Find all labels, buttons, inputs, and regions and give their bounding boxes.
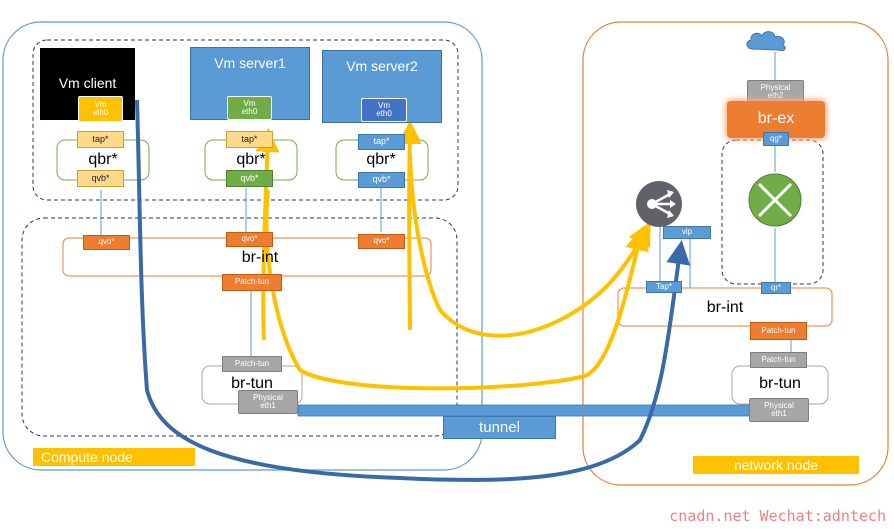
vm-client-qvo[interactable]: qvo* <box>83 235 130 250</box>
network-qr[interactable]: qr* <box>761 282 791 294</box>
network-br-tun: br-tun <box>759 374 801 392</box>
compute-node-label: Compute node <box>33 448 195 466</box>
vm-client-tap[interactable]: tap* <box>77 131 124 148</box>
cloud-icon <box>746 31 786 51</box>
vm-server1-tap[interactable]: tap* <box>226 131 273 148</box>
network-physical-eth1[interactable]: Physical eth1 <box>749 398 809 422</box>
vm-client-qbr: qbr* <box>88 150 118 168</box>
vm-server2-qvo[interactable]: qvo* <box>358 234 405 249</box>
vm-server1-qbr: qbr* <box>236 150 266 168</box>
network-vip[interactable]: vip <box>663 226 711 239</box>
vm-server1-qvb[interactable]: qvb* <box>226 170 273 187</box>
network-physical-eth2[interactable]: Physical eth2 <box>747 80 804 104</box>
network-patch-tun-top[interactable]: Patch-tun <box>750 322 807 340</box>
network-br-int: br-int <box>706 298 744 316</box>
compute-br-tun: br-tun <box>231 374 273 392</box>
vm-server1-eth0: Vm eth0 <box>227 96 272 120</box>
ovs-area-frame <box>21 217 458 437</box>
vm-server2-qbr: qbr* <box>366 150 396 168</box>
router-icon <box>748 173 802 227</box>
load-balancer-icon <box>636 181 682 227</box>
vm-server1-qvo[interactable]: qvo* <box>226 232 273 247</box>
compute-node-frame <box>2 21 483 471</box>
network-node-label: network node <box>693 456 859 474</box>
vm-server2-tap[interactable]: tap* <box>358 134 405 150</box>
flow-server1-path <box>264 189 649 391</box>
flow-server2-path <box>408 154 651 338</box>
vm-server2-qvb[interactable]: qvb* <box>358 172 405 188</box>
network-qg[interactable]: qg* <box>763 132 789 146</box>
vm-server2-eth0: Vm eth0 <box>361 98 407 122</box>
network-br-ex: br-ex <box>727 101 825 138</box>
network-patch-tun[interactable]: Patch-tun <box>750 352 807 368</box>
network-node-frame <box>582 21 889 486</box>
vm-server2-title: Vm server2 <box>346 58 418 74</box>
tunnel-label: tunnel <box>443 416 556 439</box>
vm-client-eth0: Vm eth0 <box>78 96 123 122</box>
compute-patch-tun[interactable]: Patch-tun <box>222 356 282 372</box>
vm-server1-title: Vm server1 <box>214 55 286 71</box>
network-tap[interactable]: Tap* <box>646 281 682 293</box>
compute-patch-tun-top[interactable]: Patch-tun <box>222 274 282 291</box>
compute-physical-eth1[interactable]: Physical eth1 <box>238 390 298 414</box>
flow-client-path <box>135 99 691 482</box>
vm-client-title: Vm client <box>58 75 117 91</box>
watermark: cnadn.net Wechat:adntech <box>669 507 886 525</box>
vm-client-qvb[interactable]: qvb* <box>77 170 124 187</box>
compute-br-int: br-int <box>241 248 279 266</box>
